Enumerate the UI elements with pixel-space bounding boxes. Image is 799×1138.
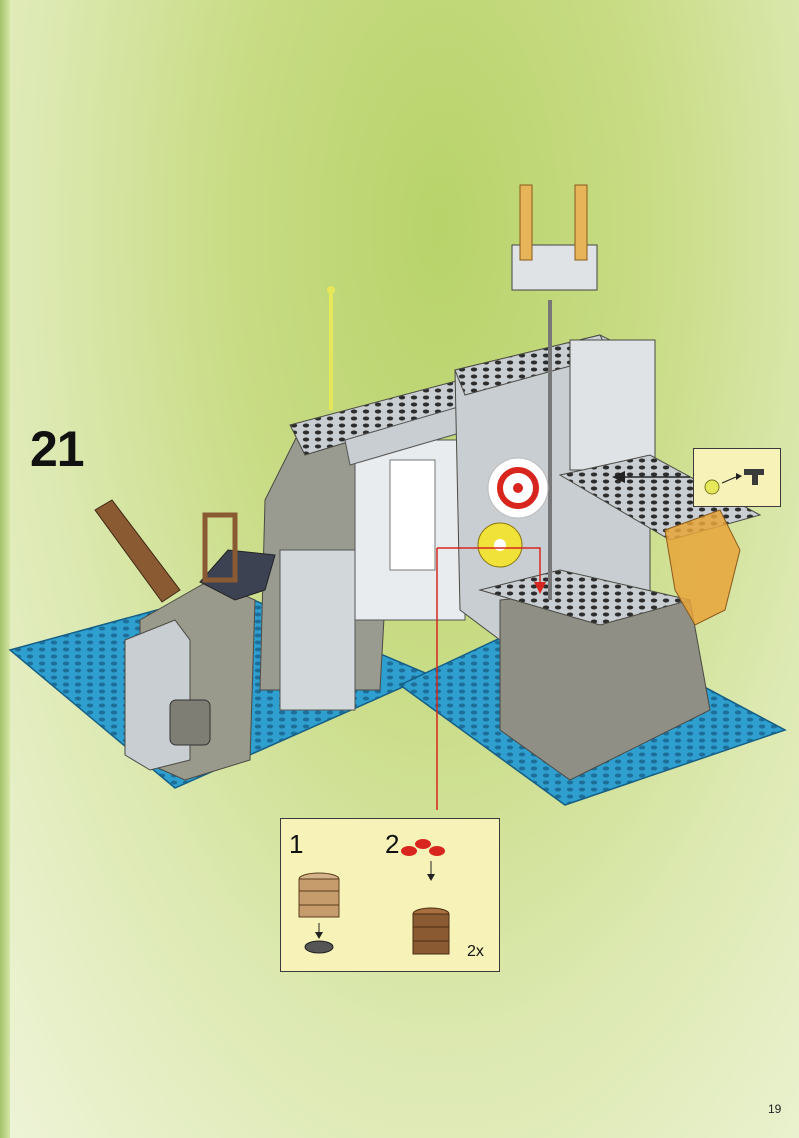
barrel-icon [412,907,450,955]
page-number: 19 [768,1102,782,1116]
substep-2-quantity: 2x [467,943,484,960]
round-plate-icon [704,479,720,495]
substep-2-number: 2 [385,829,400,859]
ladder [202,512,238,583]
page-edge [0,0,10,1138]
barrel-icon [169,699,211,746]
red-plate-icons [401,839,445,856]
sub-assembly-callout: 1 2 2x [280,818,500,972]
gun-icon [744,469,764,485]
trans-orange-dish [664,509,741,626]
model-illustration [8,184,787,810]
brown-column [94,499,181,603]
round-plate-icon [304,940,334,954]
barrel-icon [298,872,340,918]
step-number: 21 [30,421,85,477]
substep-1-number: 1 [289,829,304,859]
part-callout-side [693,448,781,507]
